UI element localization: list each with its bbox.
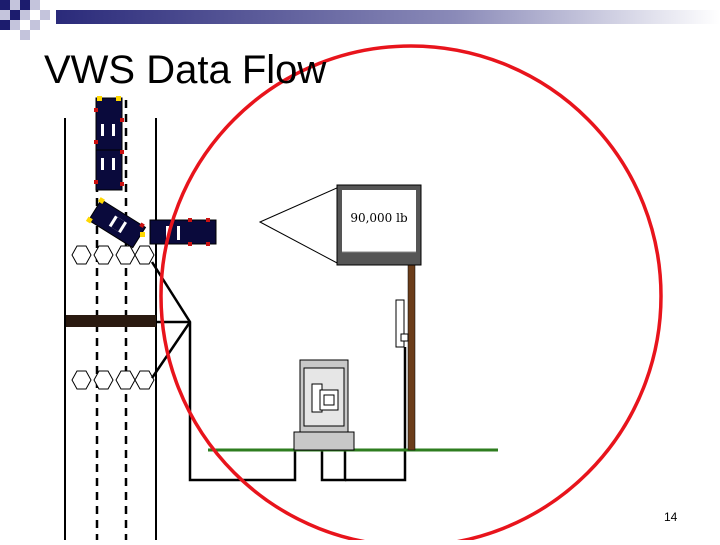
loop-sensors-lower: [71, 370, 155, 390]
decorative-header: [0, 0, 720, 40]
sign-text: 90,000 lb: [350, 211, 408, 225]
truck: [85, 96, 217, 249]
page-number: 14: [664, 510, 678, 524]
slide-title: VWS Data Flow: [44, 48, 327, 92]
sign-pole: [407, 261, 416, 451]
sensor-wiring: [150, 261, 407, 482]
wim-sensor-strip: [66, 315, 156, 327]
loop-sensors-upper: [71, 245, 155, 265]
message-sign: [336, 184, 422, 266]
pole-sensor-box: [395, 299, 409, 348]
sign-pointer: [258, 186, 340, 265]
highlight-circle: [159, 44, 663, 545]
roadside-cabinet: [293, 359, 355, 451]
